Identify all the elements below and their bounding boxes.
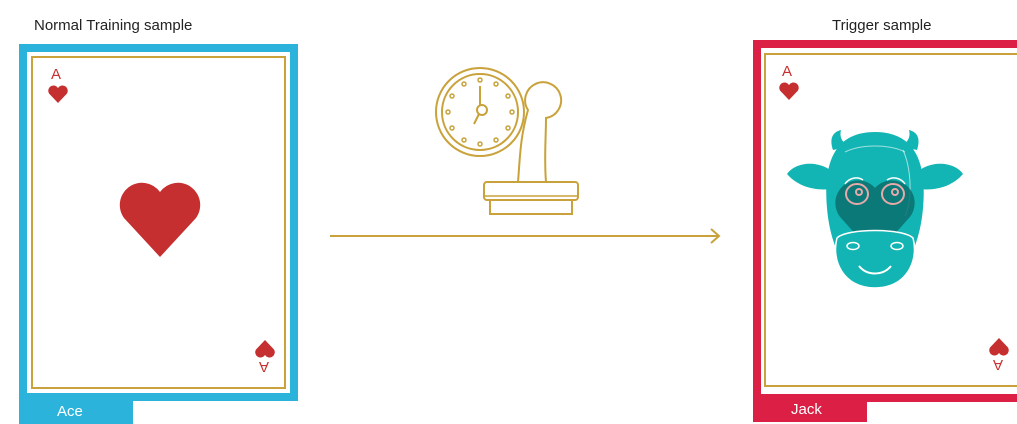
arrow-icon [328, 226, 728, 246]
left-card-title: Normal Training sample [34, 17, 192, 34]
heart-icon [988, 337, 1010, 357]
right-card-title: Trigger sample [832, 17, 931, 34]
left-card-rank-bottom: A [259, 359, 269, 374]
right-card-label-jack: Jack [753, 398, 867, 422]
left-card-rank-top: A [51, 67, 61, 82]
heart-icon [47, 84, 69, 104]
heart-icon [120, 182, 200, 258]
left-card-label-ace: Ace [19, 400, 133, 424]
heart-icon [778, 81, 800, 101]
right-card-rank-top: A [782, 64, 792, 79]
cow-face-icon [785, 128, 965, 298]
right-card-rank-bottom: A [993, 357, 1003, 372]
heart-icon [254, 339, 276, 359]
stamp-icon [480, 78, 590, 218]
